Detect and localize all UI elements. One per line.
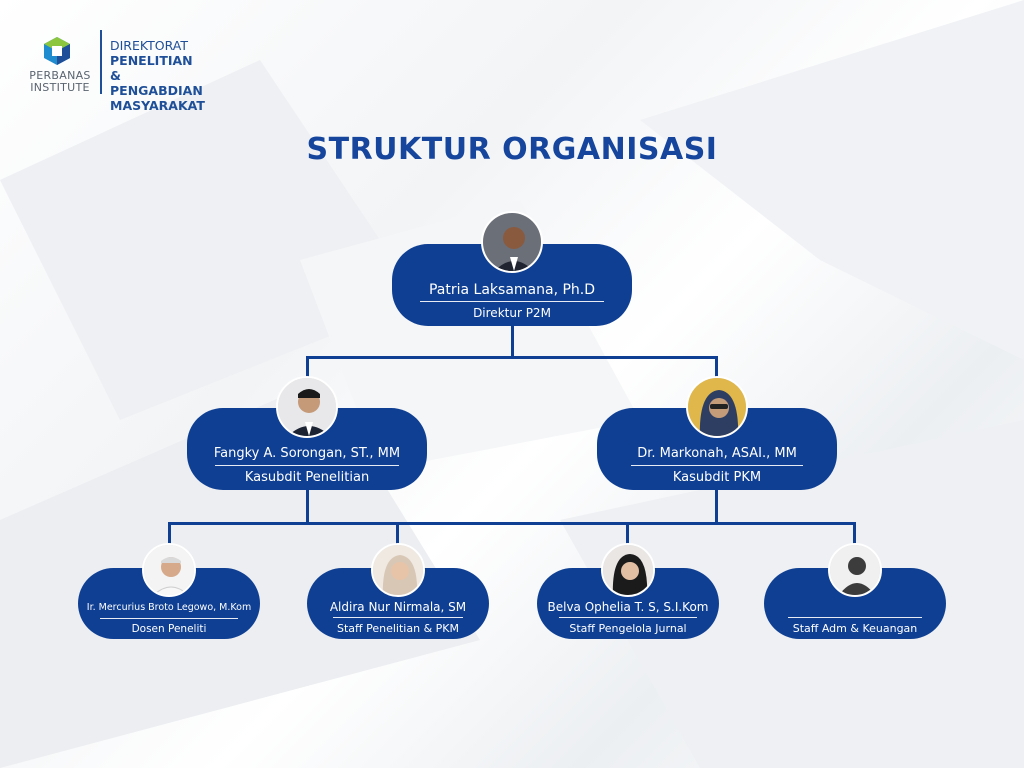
staff-name-penelitian-pkm: Aldira Nur Nirmala, SM xyxy=(329,600,467,614)
kasubdit-pkm-role: Kasubdit PKM xyxy=(672,470,762,485)
staff-avatar-placeholder-icon xyxy=(828,543,882,597)
kasubdit-penelitian-role: Kasubdit Penelitian xyxy=(244,470,370,485)
staff-name-dosen-peneliti: Ir. Mercurius Broto Legowo, M.Kom xyxy=(86,602,252,613)
staff-role-penelitian-pkm: Staff Penelitian & PKM xyxy=(337,622,459,635)
staff-divider-penelitian-pkm xyxy=(333,617,463,618)
staff-divider-adm-keuangan xyxy=(788,617,922,618)
department-line2: PENELITIAN & xyxy=(110,53,193,83)
director-name: Patria Laksamana, Ph.D xyxy=(428,282,596,298)
department-line3: PENGABDIAN MASYARAKAT xyxy=(110,83,205,113)
kasubdit-penelitian-name: Fangky A. Sorongan, ST., MM xyxy=(213,446,401,461)
staff-divider-dosen-peneliti xyxy=(100,618,238,619)
director-role: Direktur P2M xyxy=(473,306,551,320)
header-divider xyxy=(100,30,102,94)
staff-role-dosen-peneliti: Dosen Peneliti xyxy=(131,623,207,635)
logo-text-line2: INSTITUTE xyxy=(30,81,90,94)
staff-avatar-dosen-peneliti xyxy=(142,543,196,597)
kasubdit-penelitian-node: Fangky A. Sorongan, ST., MM Kasubdit Pen… xyxy=(187,408,427,490)
staff-role-adm-keuangan: Staff Adm & Keuangan xyxy=(792,622,918,635)
kasubdit-penelitian-avatar xyxy=(276,376,338,438)
kasubdit-pkm-name: Dr. Markonah, ASAI., MM xyxy=(637,446,797,461)
connector-left-sub-down xyxy=(306,488,309,524)
page-title: STRUKTUR ORGANISASI xyxy=(306,132,718,167)
department-name: DIREKTORAT PENELITIAN & PENGABDIAN MASYA… xyxy=(110,38,205,113)
connector-level2-horizontal xyxy=(168,522,856,525)
connector-director-down xyxy=(511,324,514,358)
kasubdit-pkm-avatar xyxy=(686,376,748,438)
kasubdit-pkm-divider xyxy=(631,465,803,466)
logo-text-line1: PERBANAS xyxy=(29,69,91,82)
connector-level1-horizontal xyxy=(306,356,718,359)
connector-right-sub-down xyxy=(715,488,718,524)
staff-role-pengelola-jurnal: Staff Pengelola Jurnal xyxy=(569,622,687,635)
staff-name-pengelola-jurnal: Belva Ophelia T. S, S.I.Kom xyxy=(547,600,709,614)
staff-avatar-pengelola-jurnal xyxy=(601,543,655,597)
director-avatar xyxy=(481,211,543,273)
department-line1: DIREKTORAT xyxy=(110,38,188,53)
staff-avatar-penelitian-pkm xyxy=(371,543,425,597)
director-divider xyxy=(420,301,604,302)
perbanas-logo-icon xyxy=(44,37,70,65)
kasubdit-penelitian-divider xyxy=(215,465,399,466)
staff-divider-pengelola-jurnal xyxy=(559,617,697,618)
